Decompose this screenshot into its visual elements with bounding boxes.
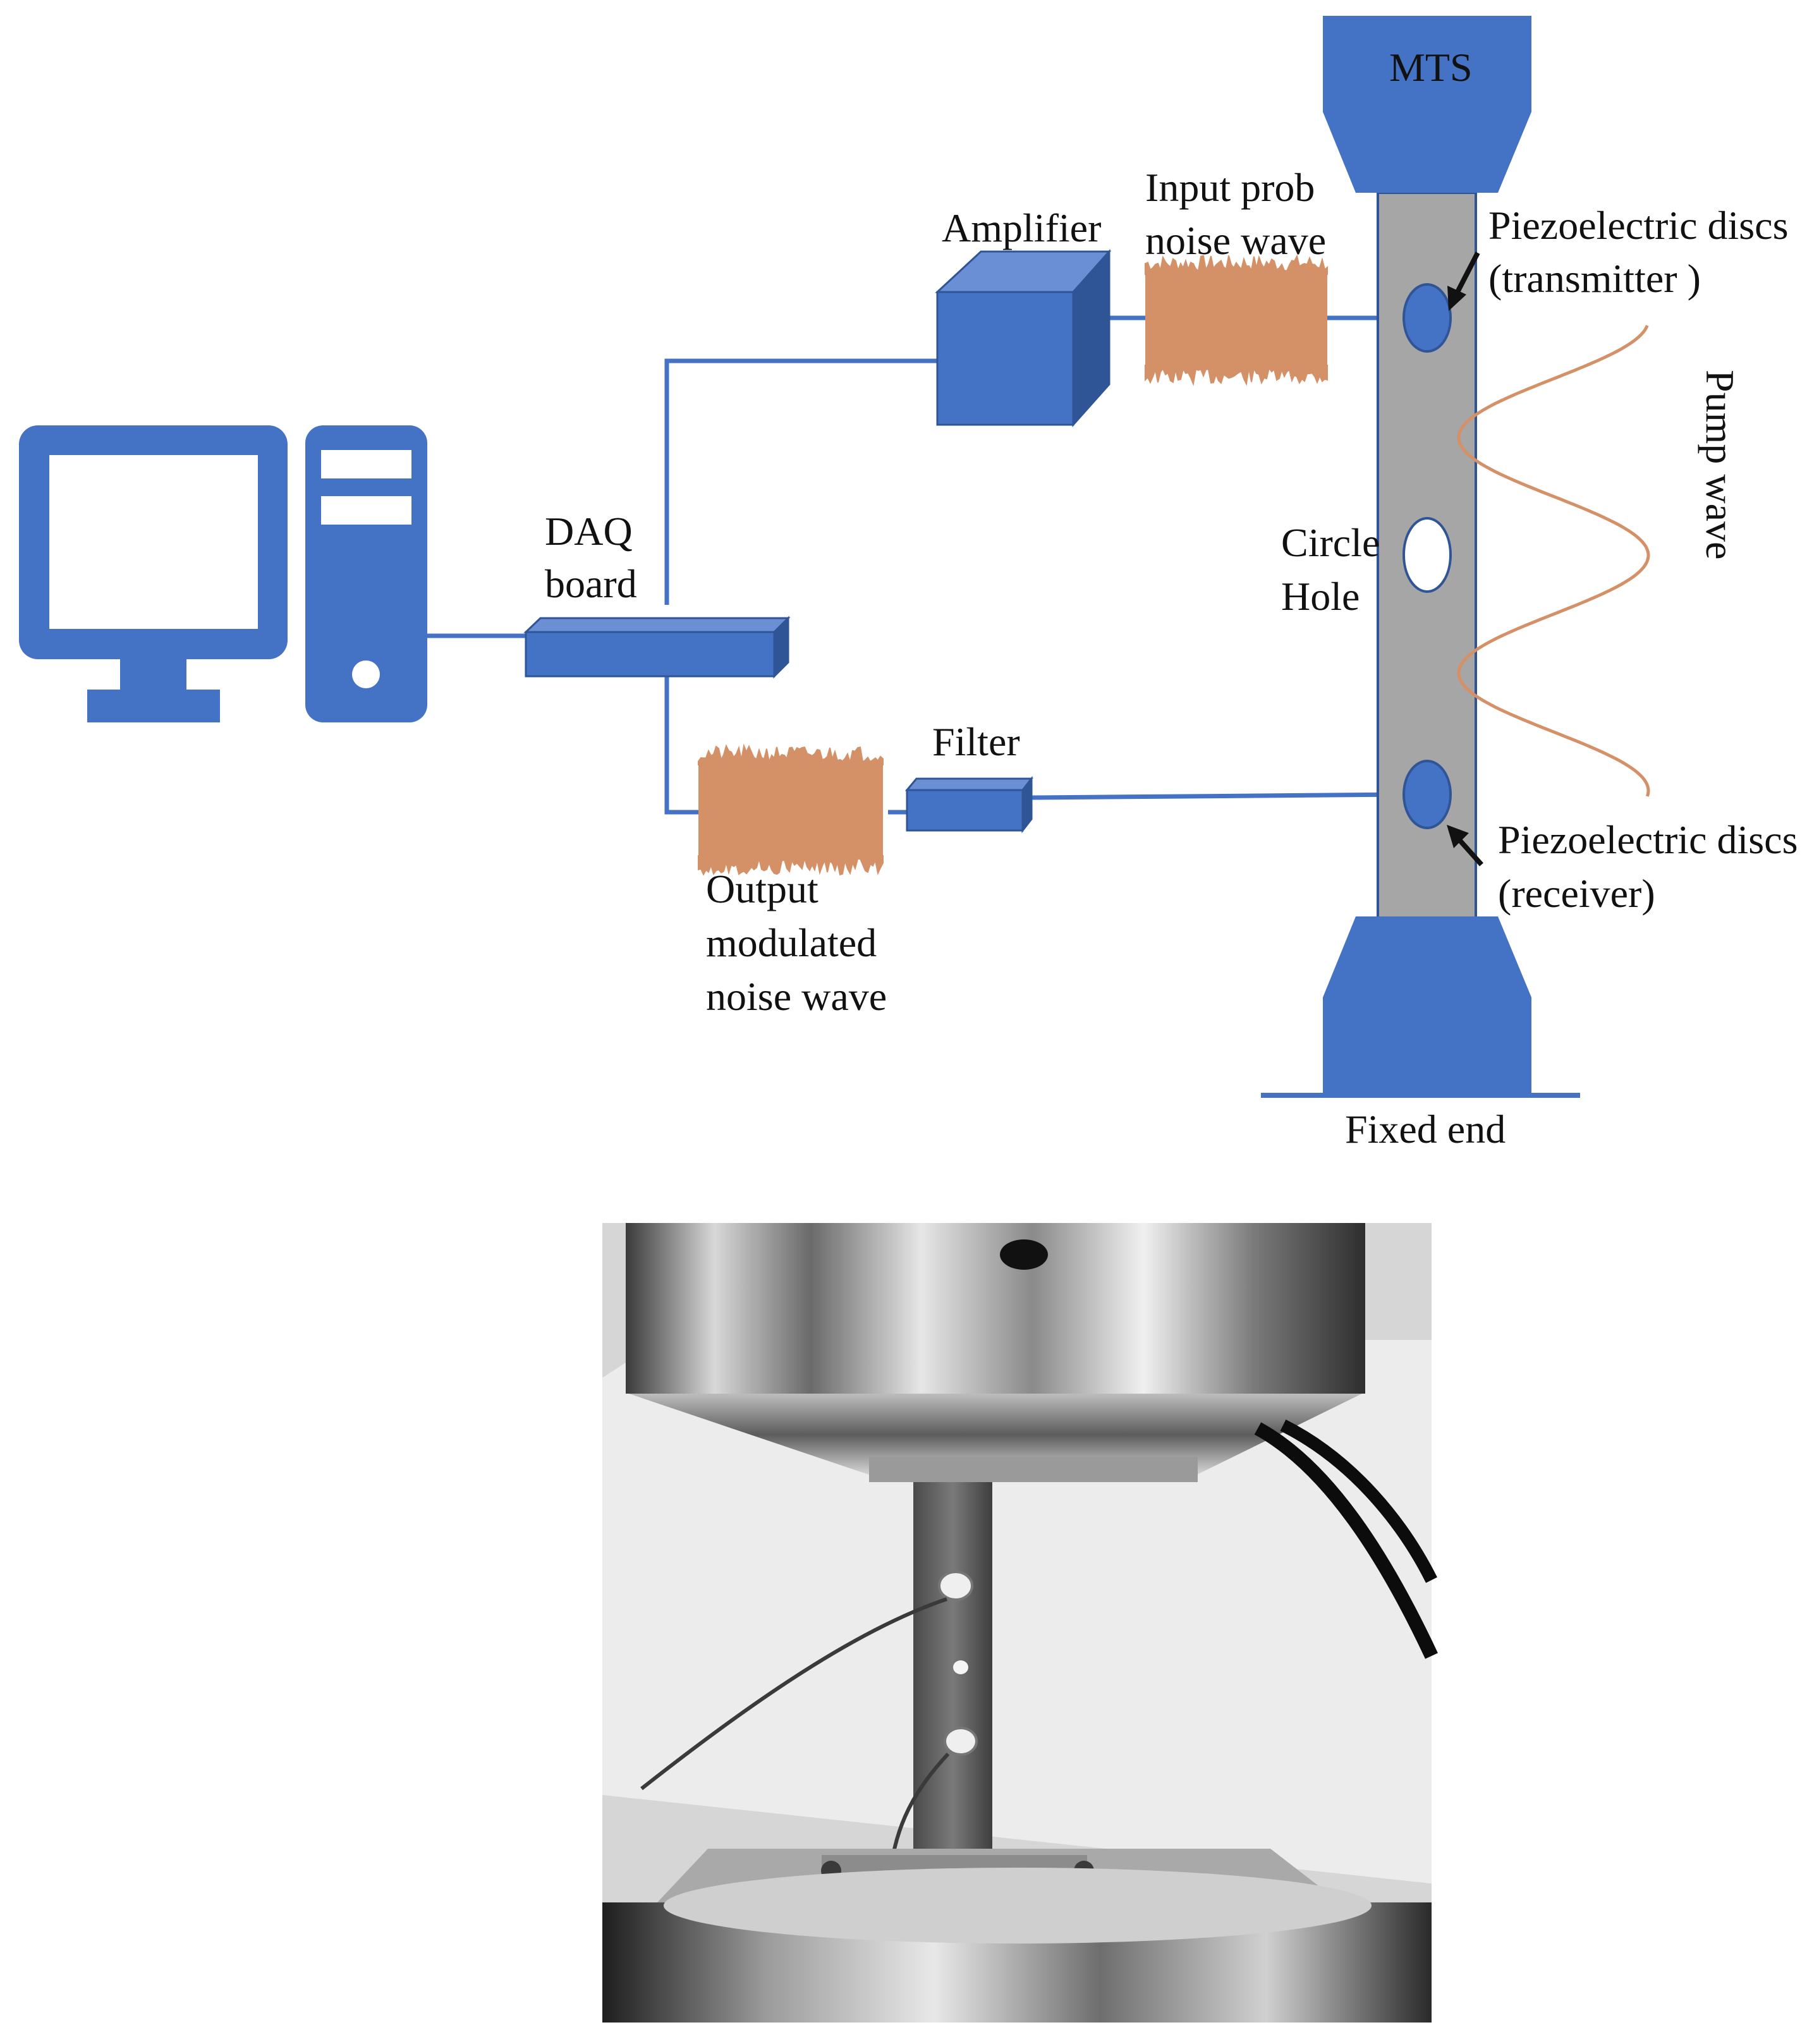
wire-filter-receiver xyxy=(1031,792,1407,800)
transmitter-arrow xyxy=(1447,252,1480,311)
circle-hole xyxy=(1402,517,1452,593)
receiver-arrow xyxy=(1447,825,1483,867)
mts-label: MTS xyxy=(1389,45,1473,90)
amplifier-box xyxy=(935,249,1112,427)
transmitter-label-line1: Piezoelectric discs xyxy=(1488,203,1788,248)
output-label-line1: Output xyxy=(706,867,818,911)
input-noise-bottom-edge xyxy=(1145,365,1328,386)
filter-box xyxy=(904,776,1034,834)
transmitter-disc xyxy=(1402,283,1452,353)
input-noise-top-edge xyxy=(1145,254,1328,275)
output-noise-bottom-edge xyxy=(698,855,884,876)
receiver-disc xyxy=(1402,760,1452,829)
output-label-line3: noise wave xyxy=(706,974,887,1019)
mts-test-rig-photo xyxy=(602,1223,1438,2023)
pump-wave-curve xyxy=(1457,324,1650,797)
daq-label-line2: board xyxy=(545,561,637,606)
receiver-label-line2: (receiver) xyxy=(1498,871,1655,916)
output-noise-wave xyxy=(698,743,884,876)
hole-label-line2: Hole xyxy=(1281,574,1360,619)
hole-label-line1: Circle xyxy=(1281,520,1380,565)
fixed-end-label: Fixed end xyxy=(1345,1107,1506,1152)
input-wave-label-line1: Input prob xyxy=(1145,165,1315,210)
output-label-line2: modulated xyxy=(706,920,877,965)
daq-label-line1: DAQ xyxy=(545,509,633,554)
amplifier-label: Amplifier xyxy=(942,205,1101,250)
wire-daq-amplifier xyxy=(664,358,937,605)
receiver-label-line1: Piezoelectric discs xyxy=(1498,817,1798,862)
desktop-computer-icon xyxy=(19,425,288,722)
mts-top-grip xyxy=(1323,16,1531,193)
filter-label: Filter xyxy=(932,719,1020,764)
input-wave-label-line2: noise wave xyxy=(1145,218,1326,263)
transmitter-label-line2: (transmitter ) xyxy=(1488,256,1701,301)
input-noise-wave xyxy=(1145,254,1328,386)
output-noise-top-edge xyxy=(698,743,884,765)
wire-daq-output xyxy=(664,676,698,815)
mts-bottom-grip xyxy=(1261,916,1580,1098)
pc-tower-icon xyxy=(305,425,427,722)
pump-wave-label: Pump wave xyxy=(1698,370,1743,559)
daq-board xyxy=(523,616,791,679)
wires xyxy=(427,315,1407,815)
